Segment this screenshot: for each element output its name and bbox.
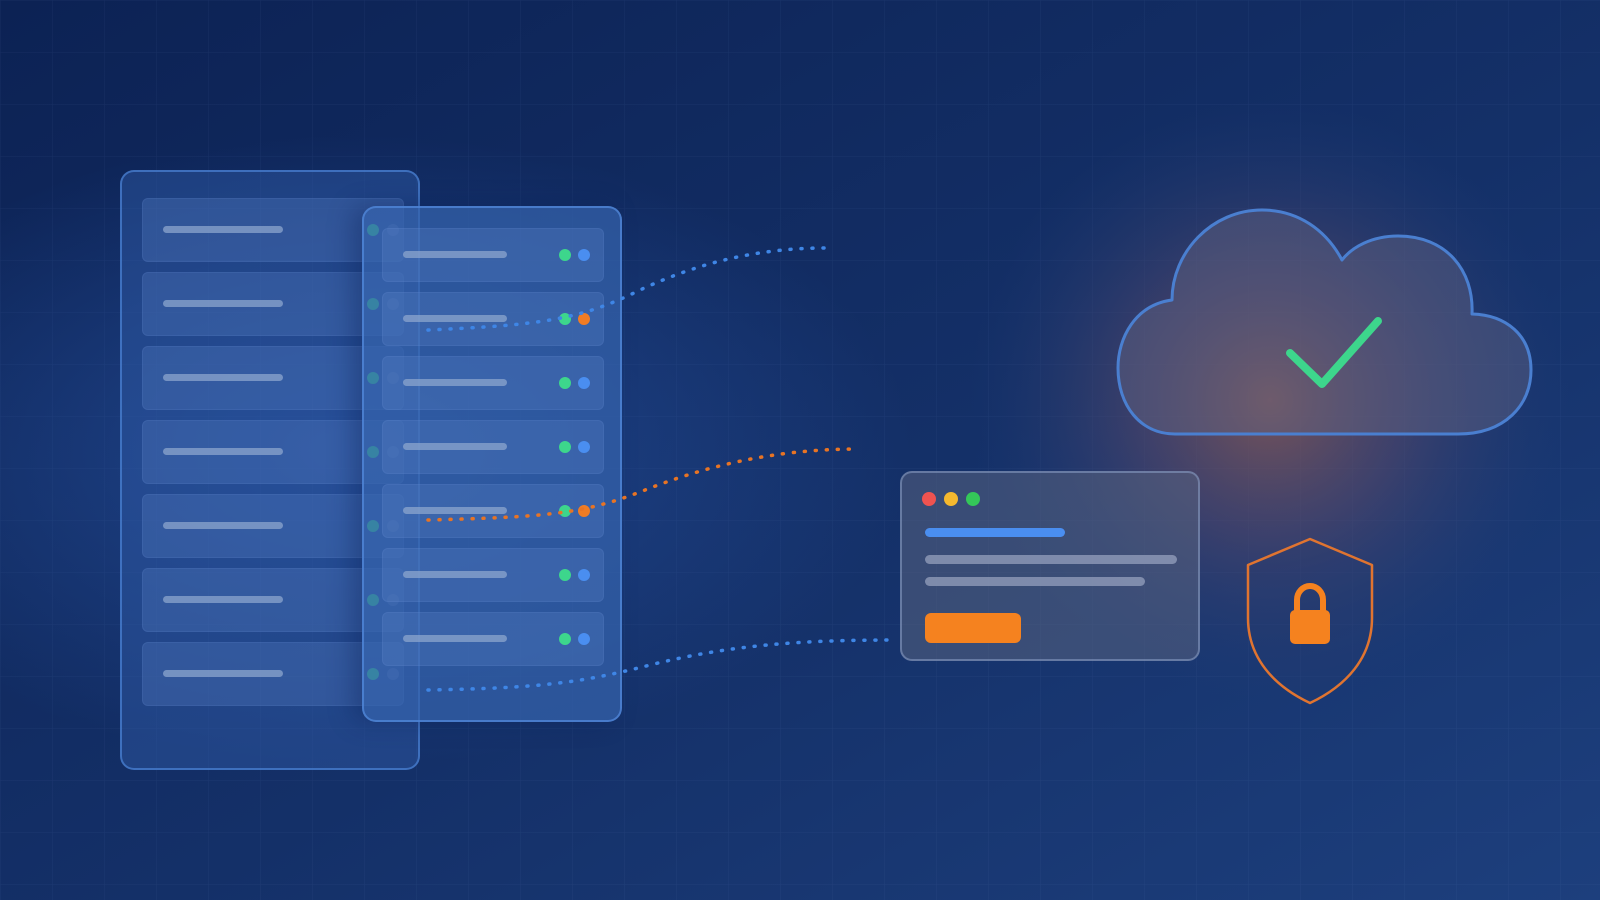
slot-label-placeholder [403, 635, 507, 642]
window-title-bar-placeholder [925, 528, 1065, 537]
status-led-green [559, 313, 571, 325]
status-led-green [559, 633, 571, 645]
rack-front-slot [382, 548, 604, 602]
slot-label-placeholder [403, 315, 507, 322]
status-led-blue [578, 377, 590, 389]
status-led-green [559, 505, 571, 517]
rack-front-slot [382, 292, 604, 346]
slot-label-placeholder [403, 379, 507, 386]
slot-label-placeholder [163, 300, 283, 307]
slot-label-placeholder [403, 507, 507, 514]
rack-front-slot [382, 612, 604, 666]
slot-label-placeholder [163, 374, 283, 381]
status-led-blue [578, 441, 590, 453]
slot-label-placeholder [163, 448, 283, 455]
slot-label-placeholder [163, 522, 283, 529]
rack-front-slot [382, 484, 604, 538]
status-led-green [559, 249, 571, 261]
status-led-blue [578, 633, 590, 645]
rack-back-slot [142, 494, 404, 558]
status-led-green [559, 377, 571, 389]
slot-label-placeholder [163, 226, 283, 233]
status-led-green [559, 441, 571, 453]
window-text-line [925, 555, 1177, 564]
slot-label-placeholder [403, 443, 507, 450]
window-close-dot [922, 492, 936, 506]
rack-front-slot [382, 420, 604, 474]
status-led-blue [578, 569, 590, 581]
status-led-orange [578, 313, 590, 325]
rack-back-slot [142, 642, 404, 706]
window-maximize-dot [966, 492, 980, 506]
rack-front-slot [382, 228, 604, 282]
rack-back-slot [142, 568, 404, 632]
slot-label-placeholder [163, 596, 283, 603]
server-rack-front [362, 206, 622, 722]
rack-front-slot [382, 356, 604, 410]
slot-label-placeholder [163, 670, 283, 677]
slot-label-placeholder [403, 251, 507, 258]
status-led-orange [578, 505, 590, 517]
rack-back-slot [142, 272, 404, 336]
window-minimize-dot [944, 492, 958, 506]
status-led-blue [578, 249, 590, 261]
status-led-green [559, 569, 571, 581]
slot-label-placeholder [403, 571, 507, 578]
window-action-button[interactable] [925, 613, 1021, 643]
app-window [900, 471, 1200, 661]
window-text-line [925, 577, 1145, 586]
